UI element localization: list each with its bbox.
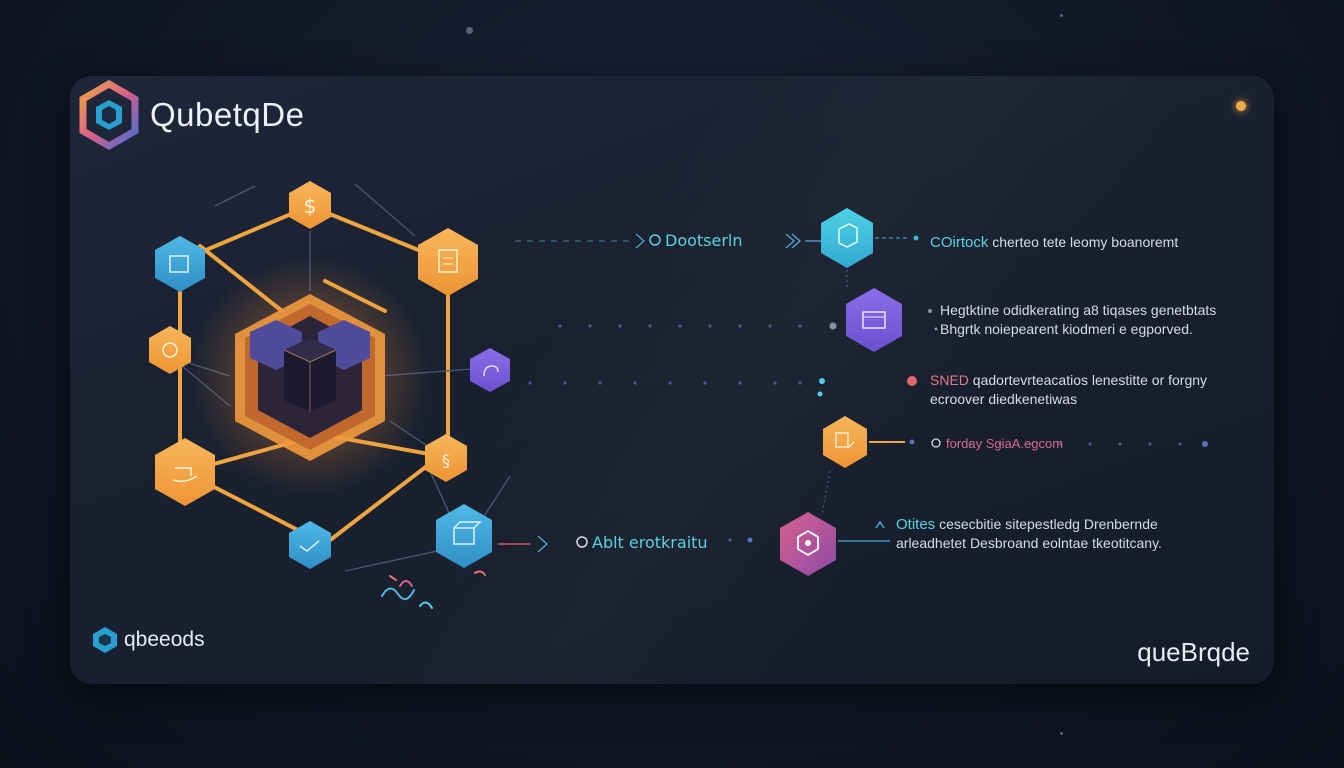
right-label-2-line-2: Bhgrtk noiepearent kiodmeri e egporved. bbox=[940, 321, 1193, 337]
right-node-cyan bbox=[821, 208, 919, 268]
right-label-3-title: SNED bbox=[930, 372, 969, 388]
right-label-5-text: cesecbitie sitepestledg Drenbernde bbox=[939, 516, 1158, 532]
svg-text:$: $ bbox=[304, 194, 317, 218]
network-diagram: $ § bbox=[149, 181, 1208, 609]
right-label-3-text: qadortevrteacatios lenestitte or forgny bbox=[972, 372, 1208, 388]
brand-title: QubetqDe bbox=[150, 96, 305, 133]
node-top-dollar: $ bbox=[289, 181, 331, 229]
right-label-2: Hegtktine odidkerating a8 tiqases genetb… bbox=[940, 302, 1216, 338]
background-dot bbox=[1060, 14, 1063, 17]
svg-text:§: § bbox=[442, 451, 450, 470]
right-label-3: SNED qadortevrteacatios lenestitte or fo… bbox=[930, 372, 1207, 408]
node-bottom-check bbox=[289, 521, 331, 569]
right-label-4-text: forday SgiaA.egcom bbox=[946, 436, 1064, 451]
right-label-5-line-2: arleadhetet Desbroand eolntae tkeotitcan… bbox=[896, 535, 1162, 551]
node-mid-left-link bbox=[149, 326, 191, 374]
qube-small-logo-icon bbox=[93, 627, 117, 653]
node-lower-left-hand bbox=[155, 438, 215, 506]
flow-label-bottom: Ablt erotkraitu bbox=[592, 533, 708, 552]
right-node-pink-badge bbox=[780, 512, 890, 576]
right-node-orange-chart bbox=[823, 416, 915, 468]
node-mid-right-hook bbox=[470, 348, 510, 392]
status-indicator-dot bbox=[1236, 101, 1246, 111]
right-label-2-line-1: Hegtktine odidkerating a8 tiqases genetb… bbox=[940, 302, 1217, 318]
flow-label-top: Dootserln bbox=[665, 231, 743, 250]
footer-left-label: qbeeods bbox=[124, 628, 205, 651]
node-lower-right-swap: § bbox=[425, 434, 467, 482]
qube-logo-icon bbox=[79, 80, 139, 150]
right-label-1: COirtock cherteo tete leomy boanoremt bbox=[930, 234, 1178, 251]
node-upper-right-document bbox=[418, 228, 478, 296]
diagram-card: QubetqDe bbox=[70, 76, 1274, 684]
background-dot bbox=[1060, 732, 1063, 735]
footer-left-brand: qbeeods bbox=[92, 626, 205, 654]
footer-right-brand: queBrqde bbox=[1137, 637, 1250, 667]
right-label-5: Otites cesecbitie sitepestledg Drenbernd… bbox=[896, 516, 1162, 552]
node-upper-left-cube bbox=[155, 236, 205, 292]
right-label-5-title: Otites bbox=[896, 516, 936, 533]
right-label-1-text: cherteo tete leomy boanoremt bbox=[992, 234, 1179, 250]
background-dot bbox=[466, 27, 473, 34]
node-output-box bbox=[436, 504, 492, 568]
right-node-purple bbox=[846, 288, 902, 352]
right-label-3-line-2: ecroover diedkenetiwas bbox=[930, 391, 1078, 407]
central-cube-cluster-icon bbox=[250, 320, 370, 412]
header-brand: QubetqDe bbox=[78, 80, 304, 150]
right-label-1-title: COirtock bbox=[930, 234, 989, 251]
right-label-4: forday SgiaA.egcom bbox=[946, 435, 1063, 452]
